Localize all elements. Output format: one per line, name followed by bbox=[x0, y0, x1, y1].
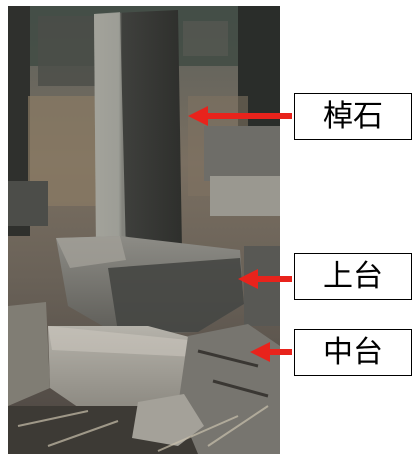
label-sao-ishi: 棹石 bbox=[294, 93, 412, 140]
gravestone-photo bbox=[8, 6, 280, 454]
label-chudai: 中台 bbox=[294, 329, 412, 376]
label-jodai: 上台 bbox=[294, 253, 412, 300]
